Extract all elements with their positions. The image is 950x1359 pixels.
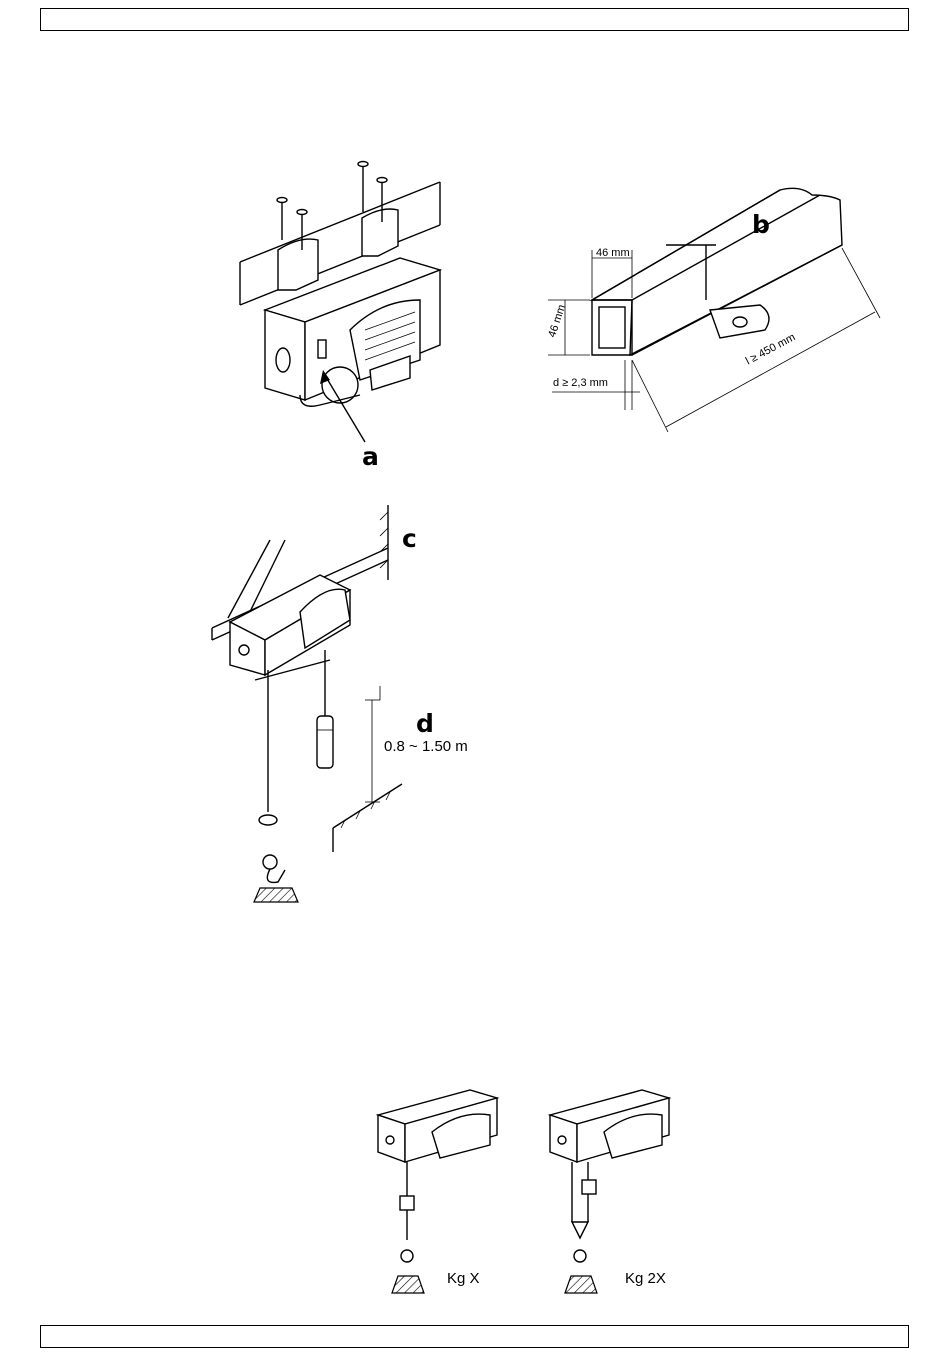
- label-b: b: [752, 210, 770, 239]
- figure-a-hoist-mounting: a: [240, 162, 440, 472]
- label-c: c: [402, 524, 417, 553]
- label-d: d: [416, 709, 434, 738]
- label-single-line: Kg X: [447, 1270, 480, 1287]
- dim-width: 46 mm: [596, 247, 630, 259]
- figure-b-tube-dimensions: b 46 mm 46 mm d ≥ 2,3 mm l ≥ 450 mm: [546, 188, 880, 432]
- figure-cd-installed-hoist: c d 0.8 ~ 1.50 m: [212, 505, 468, 902]
- dim-length: l ≥ 450 mm: [744, 331, 798, 367]
- label-a: a: [362, 442, 379, 471]
- label-double-line: Kg 2X: [625, 1270, 666, 1287]
- height-range: 0.8 ~ 1.50 m: [384, 738, 468, 755]
- dim-thickness: d ≥ 2,3 mm: [553, 377, 608, 389]
- figure-load-comparison: Kg X Kg 2X: [378, 1090, 669, 1293]
